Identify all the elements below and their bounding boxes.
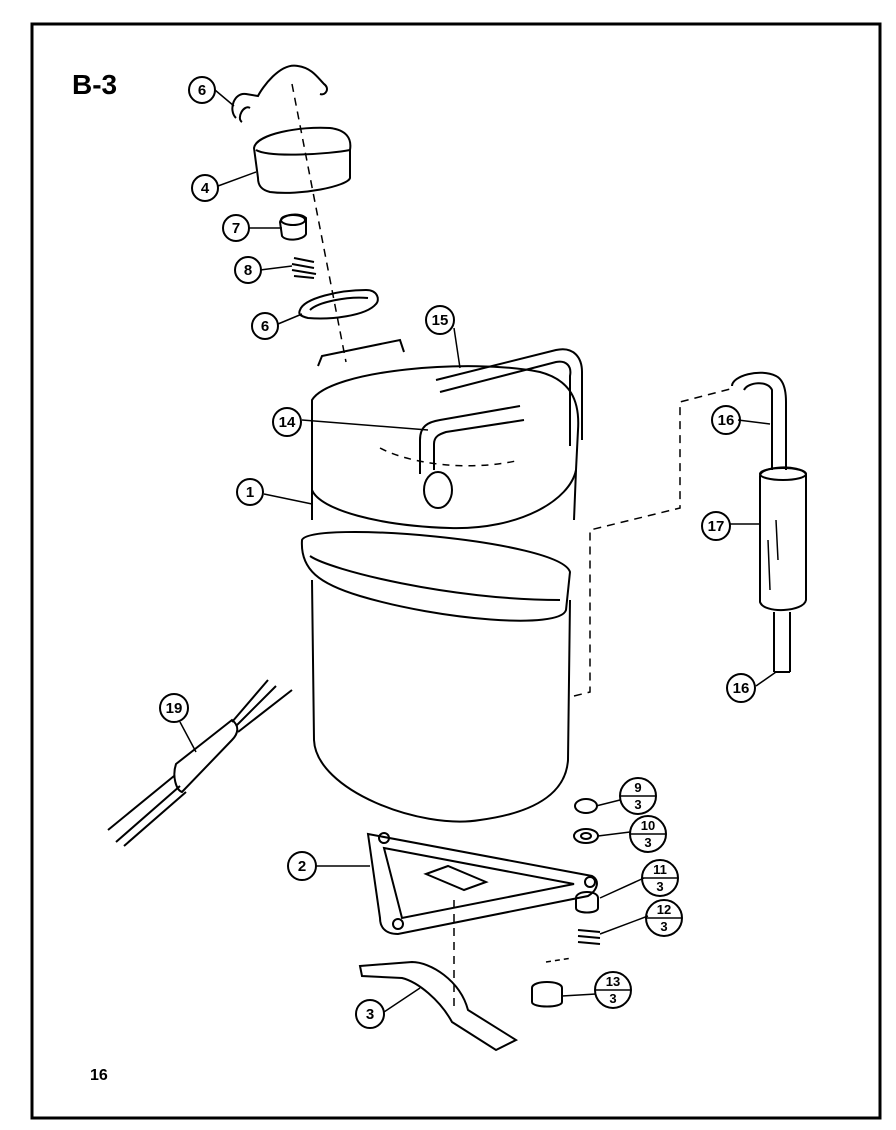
- callout-6: 6: [261, 318, 269, 335]
- part-2-plate: [366, 832, 598, 936]
- part-1-compressor: [300, 338, 580, 823]
- centerline-top: [291, 83, 347, 363]
- callout-5: 6: [198, 82, 206, 99]
- fraction-9-top: 9: [634, 780, 641, 795]
- callout-3: 3: [366, 1006, 374, 1023]
- part-14-tube-end: [423, 471, 453, 509]
- part-15-tube: [435, 348, 583, 446]
- fraction-13-top: 13: [606, 974, 620, 989]
- page-border: [30, 22, 882, 1120]
- fraction-10-top: 10: [641, 818, 655, 833]
- callout-16-bottom: 16: [733, 680, 750, 697]
- part-17-accumulator: [731, 371, 807, 673]
- callout-1: 1: [246, 484, 254, 501]
- callout-8: 8: [244, 262, 252, 279]
- part-3-strap: [358, 960, 519, 1052]
- callout-14: 14: [279, 414, 296, 431]
- fraction-9-bottom: 3: [634, 797, 641, 812]
- fraction-12-top: 12: [657, 902, 671, 917]
- callout-19: 19: [166, 700, 183, 717]
- callout-4: 4: [201, 180, 210, 197]
- connector-dashed: [573, 387, 735, 697]
- fraction-12-bottom: 3: [660, 919, 667, 934]
- callout-15: 15: [432, 312, 449, 329]
- fraction-10-bottom: 3: [644, 835, 651, 850]
- leader-lines: [179, 89, 777, 1013]
- part-4-cover: [252, 126, 352, 194]
- callout-circles: [159, 76, 756, 1029]
- callout-17: 17: [708, 518, 725, 535]
- part-7-plug: [278, 213, 307, 241]
- fraction-13-bottom: 3: [609, 991, 616, 1006]
- part-19-wires: [107, 679, 293, 847]
- callout-7: 7: [232, 220, 240, 237]
- part-8-spring: [291, 257, 317, 279]
- page-number: 16: [90, 1067, 108, 1084]
- part-6-gasket: [298, 288, 379, 320]
- fraction-11-top: 11: [653, 862, 667, 877]
- mounting-hardware: [531, 798, 601, 1008]
- diagram-title: B-3: [72, 69, 117, 100]
- fraction-11-bottom: 3: [656, 879, 663, 894]
- callout-2: 2: [298, 858, 306, 875]
- part-5-clip: [231, 64, 328, 123]
- callout-16-top: 16: [718, 412, 735, 429]
- fraction-circles: [594, 777, 683, 1009]
- part-14-tube: [419, 405, 525, 474]
